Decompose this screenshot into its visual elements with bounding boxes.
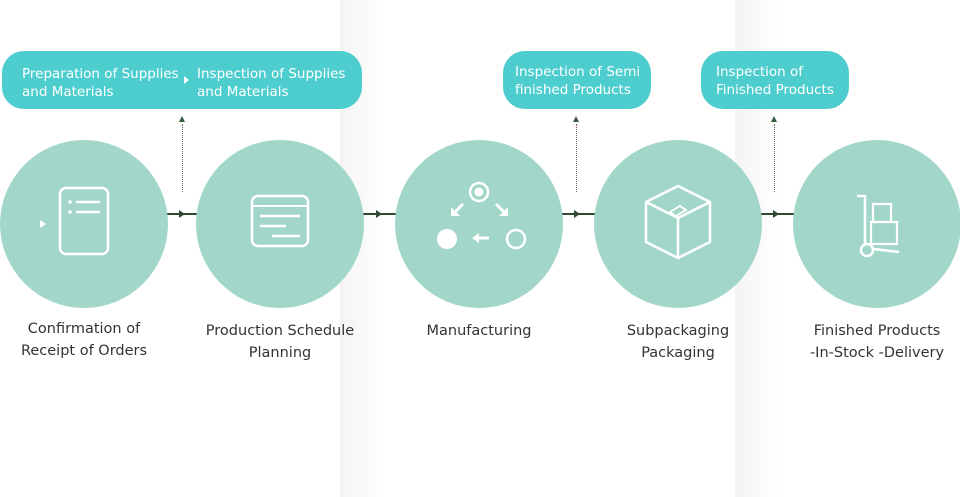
step-label-line: Production Schedule xyxy=(205,323,355,339)
step-label-line: Manufacturing xyxy=(426,323,532,339)
dotted-connector xyxy=(576,124,577,192)
step-label-confirmation: Confirmation of Receipt of Orders xyxy=(0,318,179,362)
step-circle-schedule xyxy=(196,140,364,308)
step-label-delivery: Finished Products -In-Stock -Delivery xyxy=(782,320,960,364)
step-label-line: Subpackaging xyxy=(626,323,730,339)
step-label-packaging: Subpackaging Packaging xyxy=(583,320,773,364)
schedule-planning-icon xyxy=(250,194,310,248)
order-document-icon xyxy=(40,186,110,256)
pill-finished-products-text: Inspection of Finished Products xyxy=(716,64,834,98)
up-arrow-icon xyxy=(573,116,579,122)
step-label-line: Receipt of Orders xyxy=(20,343,148,359)
up-arrow-icon xyxy=(771,116,777,122)
step-circle-delivery xyxy=(793,140,960,308)
flow-arrow-icon xyxy=(179,210,185,218)
step-label-line: Confirmation of xyxy=(27,321,141,337)
flow-arrow-icon xyxy=(574,210,580,218)
step-label-line: -In-Stock -Delivery xyxy=(809,345,945,361)
step-label-line: Finished Products xyxy=(813,323,941,339)
step-circle-packaging xyxy=(594,140,762,308)
step-label-line: Planning xyxy=(248,345,312,361)
pill-finished-products: Inspection of Finished Products xyxy=(701,51,849,109)
dotted-connector xyxy=(182,124,183,192)
manufacturing-cycle-icon xyxy=(437,181,527,250)
pill-supplies-materials: Preparation of Supplies and Materials In… xyxy=(2,51,362,109)
package-box-icon xyxy=(644,184,712,260)
flow-arrow-icon xyxy=(376,210,382,218)
pill-inner-arrow-icon xyxy=(184,76,189,84)
hand-truck-icon xyxy=(857,194,900,258)
step-label-schedule: Production Schedule Planning xyxy=(185,320,375,364)
step-circle-manufacturing xyxy=(395,140,563,308)
up-arrow-icon xyxy=(179,116,185,122)
step-label-manufacturing: Manufacturing xyxy=(384,320,574,342)
pill-preparation-text: Preparation of Supplies and Materials xyxy=(22,66,179,100)
pill-semi-finished-text: Inspection of Semi finished Products xyxy=(515,64,641,98)
step-label-line: Packaging xyxy=(641,345,715,361)
step-circle-confirmation xyxy=(0,140,168,308)
pill-semi-finished: Inspection of Semi finished Products xyxy=(503,51,651,109)
dotted-connector xyxy=(774,124,775,192)
flow-arrow-icon xyxy=(773,210,779,218)
pill-inspection-supplies-text: Inspection of Supplies and Materials xyxy=(197,66,346,100)
